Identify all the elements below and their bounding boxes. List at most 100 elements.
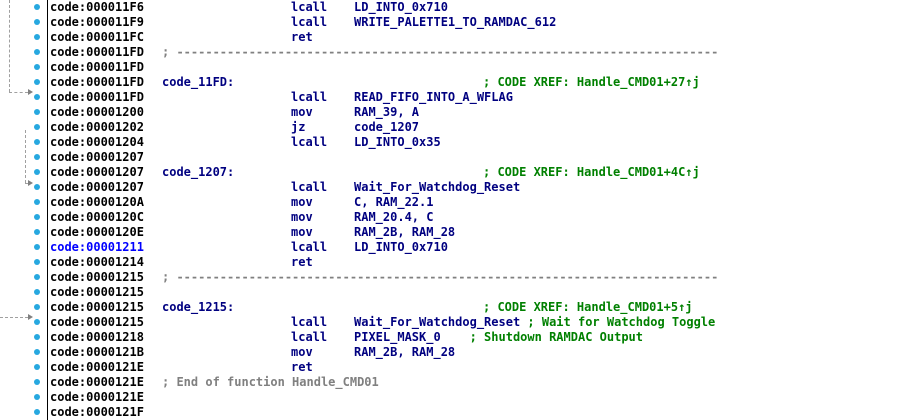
line-address[interactable]: code:000011F9 xyxy=(50,15,144,29)
listing-line[interactable]: code:00001215 xyxy=(50,285,898,300)
listing-line[interactable]: code:000011F9 lcall WRITE_PALETTE1_TO_RAMD… xyxy=(50,15,898,30)
line-address[interactable]: code:0000120C xyxy=(50,210,144,224)
listing-line[interactable]: code:0000121E xyxy=(50,390,898,405)
line-address[interactable]: code:00001215 xyxy=(50,315,144,329)
listing-line[interactable]: code:00001204 lcall LD_INTO_0x35 xyxy=(50,135,898,150)
line-address[interactable]: code:00001207 xyxy=(50,165,144,179)
listing-line[interactable]: code:000011FD code_11FD: ; CODE XREF: Hand… xyxy=(50,75,898,90)
listing-line[interactable]: code:00001200 mov RAM_39, A xyxy=(50,105,898,120)
line-address[interactable]: code:000011FD xyxy=(50,60,144,74)
listing-line[interactable]: code:0000121E; End of function Handle_CM… xyxy=(50,375,898,390)
code-xref-comment[interactable]: ; CODE XREF: Handle_CMD01+5↑j xyxy=(483,300,693,314)
instruction-operands[interactable]: code_1207 xyxy=(354,120,420,134)
listing-line[interactable]: code:00001218 lcall PIXEL_MASK_0 ; Shutdow… xyxy=(50,330,898,345)
flow-arrow-icon xyxy=(28,314,33,320)
line-address[interactable]: code:000011FD xyxy=(50,90,144,104)
instruction-mnemonic[interactable]: ret xyxy=(291,30,313,44)
instruction-mnemonic[interactable]: lcall xyxy=(291,180,328,194)
listing-line[interactable]: code:00001211 lcall LD_INTO_0x710 xyxy=(50,240,898,255)
instruction-mnemonic[interactable]: lcall xyxy=(291,90,328,104)
listing-line[interactable]: code:00001207 lcall Wait_For_Watchdog_Rese… xyxy=(50,180,898,195)
instruction-mnemonic[interactable]: mov xyxy=(291,225,313,239)
listing-line[interactable]: code:000011F6 lcall LD_INTO_0x710 xyxy=(50,0,898,15)
listing-line[interactable]: code:000011FD lcall READ_FIFO_INTO_A_WFLAG xyxy=(50,90,898,105)
instruction-mnemonic[interactable]: jz xyxy=(291,120,306,134)
listing-line[interactable]: code:00001215; -------------------------… xyxy=(50,270,898,285)
instruction-mnemonic[interactable]: lcall xyxy=(291,135,328,149)
instruction-mnemonic[interactable]: lcall xyxy=(291,0,328,14)
listing-line[interactable]: code:000011FD; -------------------------… xyxy=(50,45,898,60)
line-address[interactable]: code:00001211 xyxy=(50,240,144,254)
line-address[interactable]: code:000011FD xyxy=(50,75,144,89)
line-address[interactable]: code:000011FC xyxy=(50,30,144,44)
line-address[interactable]: code:00001207 xyxy=(50,180,144,194)
instruction-operands[interactable]: LD_INTO_0x35 xyxy=(354,135,441,149)
line-address[interactable]: code:0000121F xyxy=(50,405,144,419)
instruction-operands[interactable]: Wait_For_Watchdog_Reset xyxy=(354,180,521,194)
instruction-operands[interactable]: RAM_39, A xyxy=(354,105,420,119)
line-address[interactable]: code:0000120E xyxy=(50,225,144,239)
instruction-operands[interactable]: C, RAM_22.1 xyxy=(354,195,434,209)
instruction-operands[interactable]: RAM_20.4, C xyxy=(354,210,434,224)
instruction-operands[interactable]: WRITE_PALETTE1_TO_RAMDAC_612 xyxy=(354,15,557,29)
instruction-mnemonic[interactable]: mov xyxy=(291,210,313,224)
line-address[interactable]: code:00001204 xyxy=(50,135,144,149)
code-xref-comment[interactable]: ; CODE XREF: Handle_CMD01+27↑j xyxy=(483,75,700,89)
flow-arrow-icon xyxy=(28,180,33,186)
listing-line[interactable]: code:00001207 code_1207: ; CODE XREF: Hand… xyxy=(50,165,898,180)
line-address[interactable]: code:00001202 xyxy=(50,120,144,134)
instruction-mnemonic[interactable]: lcall xyxy=(291,315,328,329)
listing-line[interactable]: code:0000121B mov RAM_2B, RAM_28 xyxy=(50,345,898,360)
listing-line[interactable]: code:000011FD xyxy=(50,60,898,75)
code-label[interactable]: code_1215: xyxy=(162,300,235,314)
flow-line xyxy=(25,130,26,183)
listing-line[interactable]: code:000011FC ret xyxy=(50,30,898,45)
instruction-mnemonic[interactable]: mov xyxy=(291,345,313,359)
instruction-operands[interactable]: RAM_2B, RAM_28 xyxy=(354,225,456,239)
line-address[interactable]: code:00001218 xyxy=(50,330,144,344)
line-address[interactable]: code:0000121E xyxy=(50,390,144,404)
line-address[interactable]: code:00001215 xyxy=(50,270,144,284)
instruction-mnemonic[interactable]: lcall xyxy=(291,330,328,344)
line-address[interactable]: code:0000121E xyxy=(50,360,144,374)
line-address[interactable]: code:00001207 xyxy=(50,150,144,164)
listing-line[interactable]: code:0000121F xyxy=(50,405,898,420)
instruction-operands[interactable]: PIXEL_MASK_0 ; Shutdown RAMDAC Output xyxy=(354,330,643,344)
code-xref-comment[interactable]: ; CODE XREF: Handle_CMD01+4C↑j xyxy=(483,165,700,179)
line-address[interactable]: code:00001200 xyxy=(50,105,144,119)
listing-line[interactable]: code:00001202 jz code_1207 xyxy=(50,120,898,135)
listing-line[interactable]: code:00001215 code_1215: ; CODE XREF: Hand… xyxy=(50,300,898,315)
instruction-operands[interactable]: RAM_2B, RAM_28 xyxy=(354,345,456,359)
line-address[interactable]: code:0000120A xyxy=(50,195,144,209)
instruction-mnemonic[interactable]: lcall xyxy=(291,240,328,254)
instruction-operands[interactable]: LD_INTO_0x710 xyxy=(354,0,448,14)
instruction-mnemonic[interactable]: ret xyxy=(291,360,313,374)
instruction-mnemonic[interactable]: mov xyxy=(291,105,313,119)
listing-line[interactable]: code:0000121E ret xyxy=(50,360,898,375)
listing-line[interactable]: code:0000120C mov RAM_20.4, C xyxy=(50,210,898,225)
line-address[interactable]: code:00001215 xyxy=(50,285,144,299)
line-address[interactable]: code:0000121B xyxy=(50,345,144,359)
listing-line[interactable]: code:0000120E mov RAM_2B, RAM_28 xyxy=(50,225,898,240)
instruction-mnemonic[interactable]: mov xyxy=(291,195,313,209)
instruction-comment: ; Shutdown RAMDAC Output xyxy=(440,330,643,344)
gutter-dot-icon xyxy=(34,199,40,205)
listing-line[interactable]: code:00001215 lcall Wait_For_Watchdog_Rese… xyxy=(50,315,898,330)
line-address[interactable]: code:000011FD xyxy=(50,45,144,59)
instruction-operands[interactable]: LD_INTO_0x710 xyxy=(354,240,448,254)
listing-line[interactable]: code:00001207 xyxy=(50,150,898,165)
instruction-operands[interactable]: READ_FIFO_INTO_A_WFLAG xyxy=(354,90,513,104)
listing-line[interactable]: code:00001214 ret xyxy=(50,255,898,270)
gutter-dot-icon xyxy=(34,139,40,145)
instruction-operands[interactable]: Wait_For_Watchdog_Reset ; Wait for Watch… xyxy=(354,315,716,329)
instruction-mnemonic[interactable]: lcall xyxy=(291,15,328,29)
line-address[interactable]: code:00001215 xyxy=(50,300,144,314)
code-label[interactable]: code_1207: xyxy=(162,165,235,179)
code-label[interactable]: code_11FD: xyxy=(162,75,235,89)
instruction-mnemonic[interactable]: ret xyxy=(291,255,313,269)
line-address[interactable]: code:000011F6 xyxy=(50,0,144,14)
listing-line[interactable]: code:0000120A mov C, RAM_22.1 xyxy=(50,195,898,210)
line-address[interactable]: code:0000121E xyxy=(50,375,144,389)
line-address[interactable]: code:00001214 xyxy=(50,255,144,269)
